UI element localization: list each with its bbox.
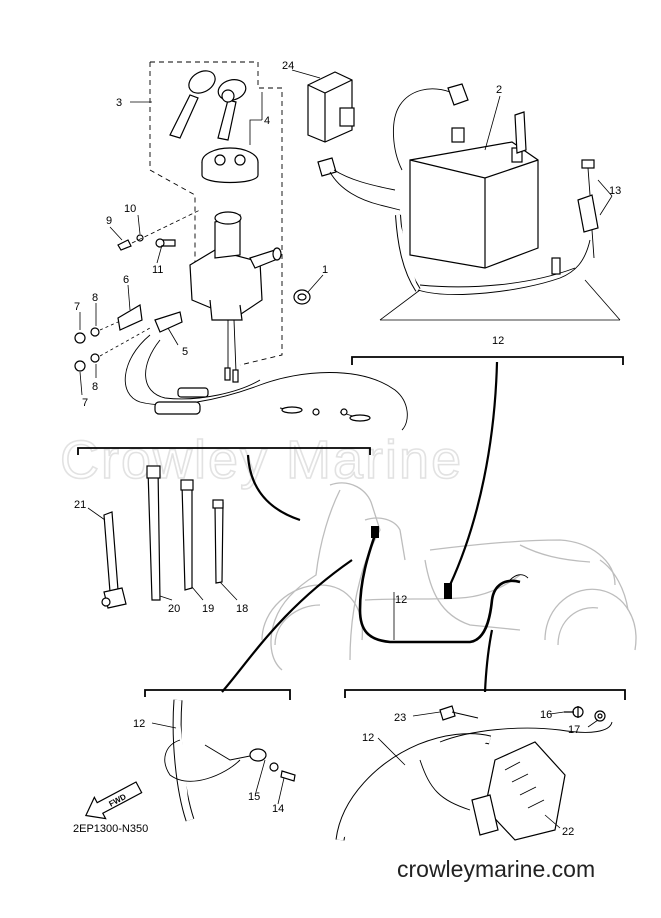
callout-12-mid: 12 <box>395 594 407 606</box>
callout-13: 13 <box>609 185 621 197</box>
callout-8a: 8 <box>92 292 98 304</box>
callout-19: 19 <box>202 603 214 615</box>
callout-24: 24 <box>282 60 294 72</box>
callout-17: 17 <box>568 724 580 736</box>
callout-21: 21 <box>74 499 86 511</box>
battery-harness-area <box>307 71 621 321</box>
callout-23: 23 <box>394 712 406 724</box>
connector-block <box>371 526 379 538</box>
connector-block <box>444 583 452 599</box>
callout-5: 5 <box>182 346 188 358</box>
callout-22: 22 <box>562 826 574 838</box>
callout-12-top: 12 <box>492 335 504 347</box>
main-switch-assembly <box>74 61 408 431</box>
detail-frame-bottom-right <box>344 629 626 700</box>
callout-8b: 8 <box>92 381 98 393</box>
watermark: Crowley Marine <box>60 430 463 490</box>
callout-labels: 3 4 9 10 11 1 6 5 8 7 8 7 24 2 13 12 12 … <box>74 60 621 838</box>
callout-12-right: 12 <box>362 732 374 744</box>
callout-15: 15 <box>248 791 260 803</box>
forward-arrow-icon: FWD <box>84 781 143 820</box>
harness-on-scooter <box>358 531 521 644</box>
callout-2: 2 <box>496 84 502 96</box>
callout-4: 4 <box>264 115 270 127</box>
callout-12-left: 12 <box>133 718 145 730</box>
callout-6: 6 <box>123 274 129 286</box>
cable-ties <box>101 465 224 609</box>
callout-16: 16 <box>540 709 552 721</box>
callout-14: 14 <box>272 803 284 815</box>
callout-20: 20 <box>168 603 180 615</box>
detail-frame-top-left <box>77 447 371 522</box>
callout-1: 1 <box>322 264 328 276</box>
callout-7b: 7 <box>82 397 88 409</box>
callout-3: 3 <box>116 97 122 109</box>
callout-7a: 7 <box>74 301 80 313</box>
callout-11: 11 <box>152 264 163 276</box>
detail-frame-top-right <box>351 356 624 586</box>
detail-ground-connection <box>164 699 296 822</box>
site-url: crowleymarine.com <box>397 856 596 882</box>
detail-frame-bottom-left <box>144 559 353 700</box>
callout-10: 10 <box>124 203 136 215</box>
callout-9: 9 <box>106 215 112 227</box>
callout-18: 18 <box>236 603 248 615</box>
leader-lines <box>79 69 613 829</box>
diagram-code: 2EP1300-N350 <box>73 823 149 835</box>
